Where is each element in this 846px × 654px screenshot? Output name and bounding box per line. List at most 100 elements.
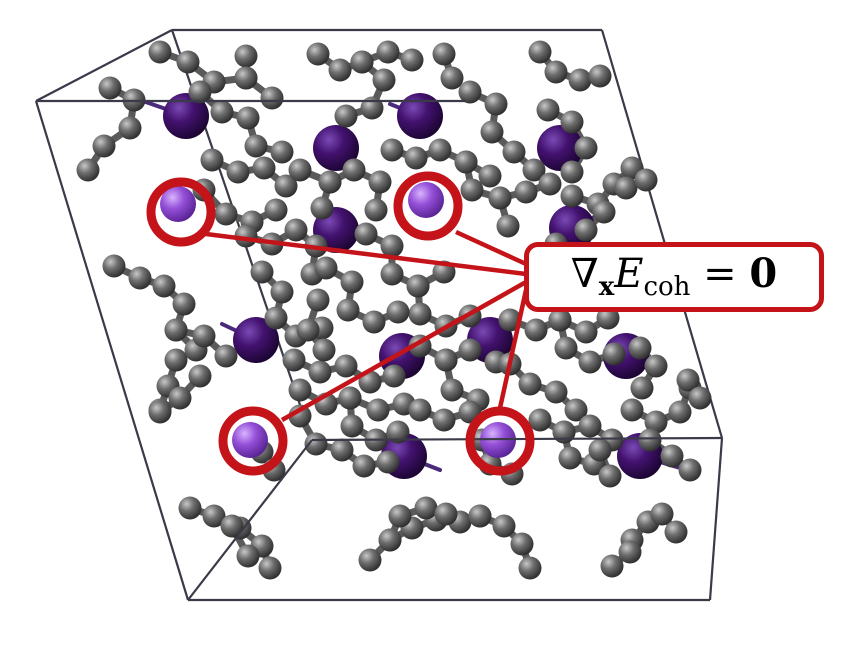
highlight-markers — [146, 171, 535, 476]
carbon-atom — [502, 140, 526, 164]
carbon-atom — [364, 198, 388, 222]
carbon-atom — [428, 138, 452, 162]
carbon-atom — [514, 180, 538, 204]
carbon-atom — [688, 386, 712, 410]
carbon-atom — [264, 198, 288, 222]
carbon-atom — [352, 454, 376, 478]
carbon-atom — [496, 214, 520, 238]
carbon-atom — [288, 378, 312, 402]
carbon-atom — [638, 428, 662, 452]
carbon-atom — [588, 438, 612, 462]
carbon-atom — [92, 134, 116, 158]
iodine-atom — [163, 93, 209, 139]
carbon-atom — [628, 336, 652, 360]
carbon-atom — [264, 306, 288, 330]
carbon-atom — [650, 502, 674, 526]
carbon-atom — [552, 420, 576, 444]
carbon-atom — [376, 40, 400, 64]
carbon-atom — [518, 556, 542, 580]
carbon-atom — [458, 80, 482, 104]
carbon-atom — [282, 348, 306, 372]
unit-cell-front — [34, 99, 724, 602]
carbon-atom — [284, 218, 308, 242]
carbon-atom — [600, 554, 624, 578]
carbon-atom — [644, 410, 668, 434]
carbon-atom — [176, 50, 200, 74]
carbon-atom — [440, 66, 464, 90]
carbon-atom — [318, 170, 342, 194]
carbon-atom — [488, 186, 512, 210]
highlighted-iodine-atom — [160, 186, 196, 222]
highlight-circle-3 — [218, 406, 288, 476]
carbon-atom — [480, 120, 504, 144]
energy-subscript: coh — [643, 272, 691, 302]
carbon-atom — [296, 318, 320, 342]
carbon-atom — [118, 116, 142, 140]
carbon-atom — [574, 320, 598, 344]
carbon-atom — [98, 76, 122, 100]
carbon-atom — [366, 398, 390, 422]
carbon-atom — [524, 318, 548, 342]
carbon-atom — [388, 504, 412, 528]
carbon-atom — [358, 548, 382, 572]
carbon-atom — [168, 386, 192, 410]
carbon-atom — [432, 42, 456, 66]
carbon-atom — [172, 292, 196, 316]
carbon-atom — [618, 540, 642, 564]
carbon-atom — [498, 308, 522, 332]
carbon-atom — [372, 68, 396, 92]
carbon-atom — [528, 40, 552, 64]
carbon-atom — [664, 520, 688, 544]
carbon-atom — [440, 378, 464, 402]
carbon-atom — [234, 66, 258, 90]
carbon-atom — [522, 158, 546, 182]
carbon-atom — [362, 310, 386, 334]
carbon-atom — [560, 184, 584, 208]
carbon-atom — [414, 496, 438, 520]
carbon-atom — [334, 104, 358, 128]
carbon-atom — [312, 338, 336, 362]
carbon-atom — [538, 172, 562, 196]
carbon-atom — [592, 200, 616, 224]
carbon-atom — [304, 432, 328, 456]
carbon-atom — [270, 280, 294, 304]
carbon-atom — [492, 514, 516, 538]
carbon-atom — [214, 344, 238, 368]
carbon-atom — [250, 260, 274, 284]
carbon-atom — [260, 86, 284, 110]
carbon-atom — [634, 168, 658, 192]
carbon-atom — [660, 444, 684, 468]
carbon-atom — [288, 158, 312, 182]
carbon-atom — [644, 354, 668, 378]
carbon-atom — [328, 58, 352, 82]
carbon-atom — [560, 110, 584, 134]
carbon-atom — [598, 464, 622, 488]
cohesive-energy-gradient-label: ∇xEcoh = 0 — [524, 242, 824, 312]
highlighted-iodine-atom — [232, 422, 268, 458]
carbon-atom — [336, 298, 360, 322]
carbon-atom — [128, 266, 152, 290]
iodine-atom — [537, 125, 583, 171]
pointer-line-2 — [455, 229, 527, 267]
carbon-atom — [350, 50, 374, 74]
carbon-atom — [578, 350, 602, 374]
iodine-atom — [233, 317, 279, 363]
carbon-atom — [234, 44, 258, 68]
carbon-atom — [560, 160, 584, 184]
carbon-atom — [252, 156, 276, 180]
carbon-atom — [214, 202, 238, 226]
carbon-atom — [406, 274, 430, 298]
nabla-symbol: ∇ — [570, 251, 599, 297]
carbon-atom — [368, 170, 392, 194]
carbon-atom — [340, 270, 364, 294]
carbon-atom — [148, 40, 172, 64]
carbon-atom — [102, 254, 126, 278]
carbon-atom — [460, 178, 484, 202]
carbon-atom — [678, 458, 702, 482]
pointer-line-3 — [280, 280, 528, 422]
carbon-atom — [244, 134, 268, 158]
carbon-atom — [408, 398, 432, 422]
carbon-atom — [528, 408, 552, 432]
highlight-circle-4 — [465, 406, 535, 476]
